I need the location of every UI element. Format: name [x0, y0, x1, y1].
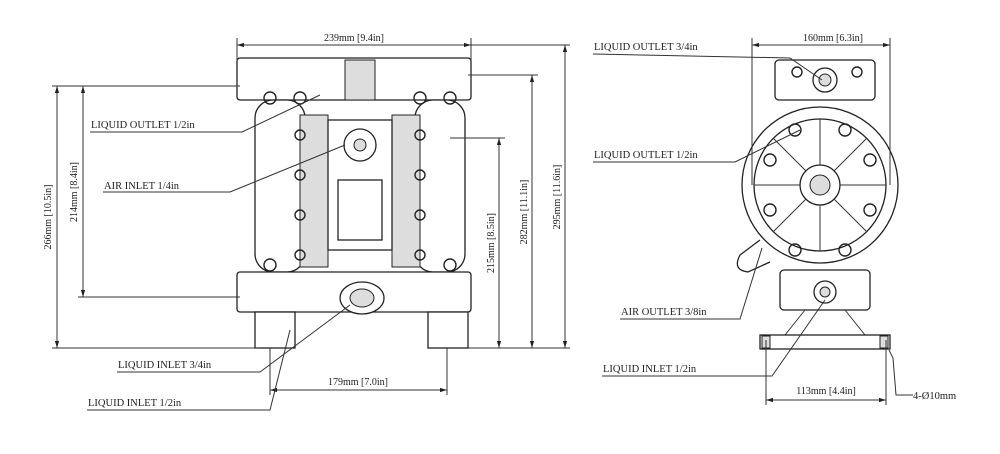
label-air-outlet: AIR OUTLET 3/8in [621, 307, 707, 318]
dim-height-282: 282mm [11.1in] [519, 180, 530, 245]
dim-side-width-160: 160mm [6.3in] [803, 33, 863, 44]
dim-height-266: 266mm [10.5in] [43, 185, 54, 250]
dim-side-base-113: 113mm [4.4in] [796, 386, 856, 397]
side-callouts: LIQUID OUTLET 3/4in LIQUID OUTLET 1/2in … [592, 42, 826, 377]
label-air-inlet: AIR INLET 1/4in [104, 181, 180, 192]
label-mount-holes: 4-Ø10mm [913, 391, 956, 402]
dim-height-215: 215mm [8.5in] [486, 213, 497, 273]
front-dimensions: 239mm [9.4in] 266mm [10.5in] 214mm [8.4i… [43, 33, 570, 395]
label-side-liquid-outlet-three-quarter: LIQUID OUTLET 3/4in [594, 42, 698, 53]
label-liquid-inlet-three-quarter: LIQUID INLET 3/4in [118, 360, 212, 371]
front-view-pump [236, 57, 472, 349]
label-liquid-inlet-half: LIQUID INLET 1/2in [88, 398, 182, 409]
dim-height-295: 295mm [11.6in] [552, 165, 563, 230]
dim-height-214: 214mm [8.4in] [69, 162, 80, 222]
label-side-liquid-inlet-half: LIQUID INLET 1/2in [603, 364, 697, 375]
dim-width-239: 239mm [9.4in] [324, 33, 384, 44]
side-dimensions: 160mm [6.3in] 113mm [4.4in] 4-Ø10mm [751, 33, 956, 405]
label-side-liquid-outlet-half: LIQUID OUTLET 1/2in [594, 150, 698, 161]
dim-base-179: 179mm [7.0in] [328, 377, 388, 388]
label-liquid-outlet-half: LIQUID OUTLET 1/2in [91, 120, 195, 131]
side-view-pump [736, 59, 899, 350]
front-callouts: LIQUID OUTLET 1/2in AIR INLET 1/4in LIQU… [87, 94, 351, 411]
